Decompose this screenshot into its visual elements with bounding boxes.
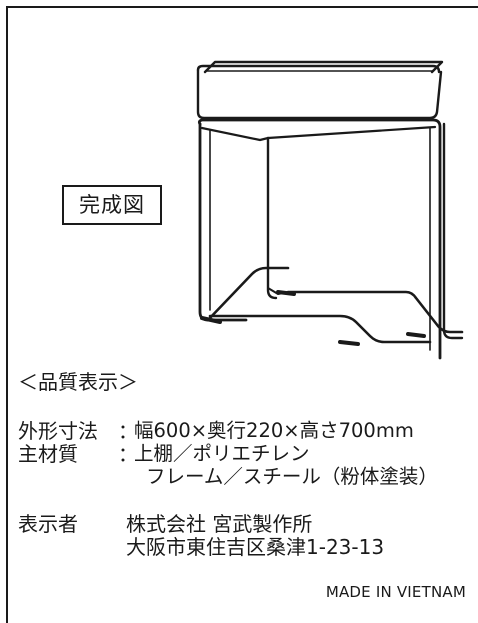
quality-header: ＜品質表示＞: [18, 370, 138, 394]
frame-base-front: [208, 314, 432, 344]
tray-top-rim: [196, 64, 441, 74]
frame-front: [197, 118, 442, 360]
frame-top-rail: [200, 125, 437, 142]
material-colon: ：: [118, 442, 138, 466]
foot-rear-left: [276, 290, 296, 296]
tray-front: [196, 68, 443, 120]
border-top: [6, 6, 478, 8]
frame-base-left: [206, 266, 290, 322]
frame-rear-right-leg: [442, 122, 464, 340]
frame-front-left-leg: [198, 122, 248, 322]
border-left: [6, 6, 8, 623]
frame-base-right: [286, 290, 464, 334]
size-value: 幅600×奥行220×高さ700mm: [134, 419, 414, 442]
size-label: 外形寸法: [18, 419, 98, 443]
product-illustration: [196, 60, 464, 360]
material-shelf: 上棚／ポリエチレン: [134, 442, 310, 465]
completed-figure-label: 完成図: [62, 185, 162, 225]
foot-front-left: [200, 316, 222, 324]
displayer-label: 表示者: [18, 512, 78, 536]
displayer-address: 大阪市東住吉区桑津1-23-13: [126, 535, 385, 559]
displayer-company: 株式会社 宮武製作所: [126, 512, 313, 536]
frame-rear-left-leg: [266, 136, 278, 300]
material-label: 主材質: [18, 442, 78, 466]
material-frame: フレーム／スチール（粉体塗装）: [146, 465, 438, 488]
foot-front-right: [338, 340, 360, 346]
made-in-label: MADE IN VIETNAM: [325, 583, 466, 601]
size-colon: ：: [118, 419, 138, 443]
foot-rear-right: [406, 332, 426, 338]
